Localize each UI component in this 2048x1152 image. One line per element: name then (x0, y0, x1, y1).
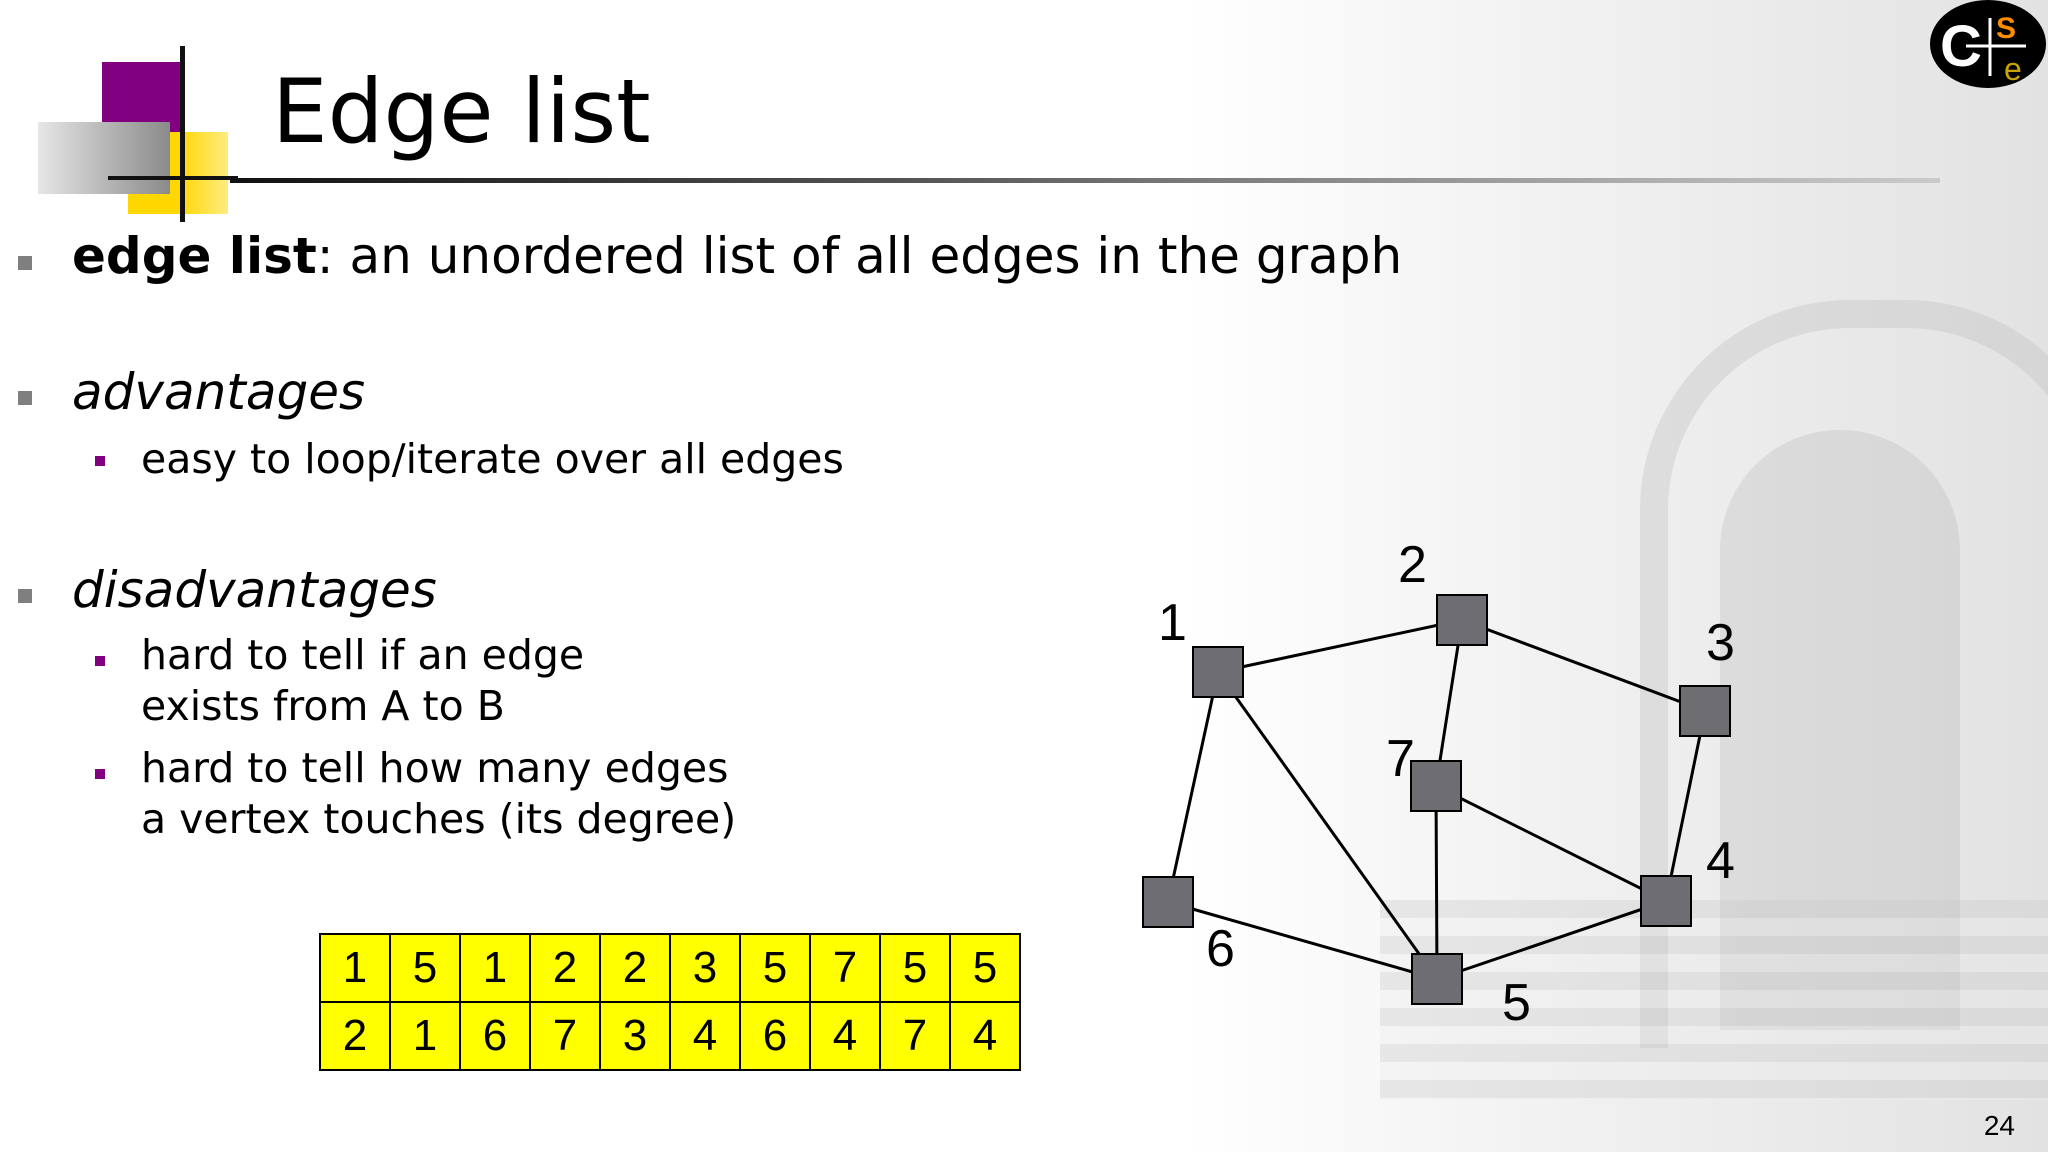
definition-text: : an unordered list of all edges in the … (316, 227, 1403, 285)
definition-term: edge list (72, 227, 317, 285)
graph-vertex-label-7: 7 (1386, 730, 1415, 788)
title-decoration-fade (178, 62, 288, 214)
table-cell: 5 (949, 933, 1021, 1003)
graph-edge-2-7 (1434, 619, 1464, 787)
table-cell: 7 (879, 1001, 951, 1071)
advantage-item: easy to loop/iterate over all edges (141, 435, 844, 483)
logo-letter-s: S (1996, 12, 2016, 45)
graph-vertex-1 (1192, 646, 1244, 698)
bullet-marker (18, 391, 32, 405)
graph-edge-1-2 (1217, 618, 1463, 674)
table-cell: 2 (599, 933, 671, 1003)
definition-bullet: edge list: an unordered list of all edge… (72, 226, 1402, 286)
background-photo (1180, 0, 2048, 1152)
table-row-to: 2 1 6 7 3 4 6 4 7 4 (319, 1001, 1021, 1071)
table-cell: 2 (529, 933, 601, 1003)
graph-vertex-label-3: 3 (1706, 614, 1735, 672)
title-decoration-horizontal-line (108, 176, 238, 180)
table-cell: 4 (949, 1001, 1021, 1071)
table-cell: 1 (319, 933, 391, 1003)
graph-edge-2-3 (1461, 618, 1706, 713)
graph-edge-1-6 (1166, 671, 1220, 903)
disadvantage-item: hard to tell if an edge exists from A to… (141, 630, 584, 732)
title-underline (230, 178, 1940, 183)
graph-edge-7-4 (1435, 784, 1667, 903)
graph-vertex-3 (1679, 685, 1731, 737)
disadvantage-line: exists from A to B (141, 682, 505, 730)
table-cell: 3 (599, 1001, 671, 1071)
background-steps (1380, 900, 2048, 1100)
graph-vertex-6 (1142, 876, 1194, 928)
graph-vertex-label-5: 5 (1502, 974, 1531, 1032)
advantages-heading: advantages (72, 363, 366, 421)
table-cell: 4 (809, 1001, 881, 1071)
graph-vertex-5 (1411, 953, 1463, 1005)
cse-logo: C S e (1930, 0, 2046, 88)
graph-vertex-label-4: 4 (1706, 832, 1735, 890)
graph-edge-3-4 (1664, 710, 1707, 902)
disadvantage-line: hard to tell how many edges (141, 744, 729, 792)
table-cell: 6 (459, 1001, 531, 1071)
table-cell: 4 (669, 1001, 741, 1071)
graph-vertex-label-6: 6 (1206, 920, 1235, 978)
graph-vertex-4 (1640, 875, 1692, 927)
sub-bullet-marker (95, 769, 105, 779)
slide-title: Edge list (272, 60, 651, 163)
table-cell: 6 (739, 1001, 811, 1071)
disadvantage-line: a vertex touches (its degree) (141, 795, 737, 843)
sub-bullet-marker (95, 456, 105, 466)
table-cell: 1 (389, 1001, 461, 1071)
page-number: 24 (1983, 1110, 2015, 1141)
background-doorway (1720, 430, 1960, 1030)
graph-vertex-label-2: 2 (1398, 536, 1427, 594)
table-cell: 2 (319, 1001, 391, 1071)
table-cell: 5 (739, 933, 811, 1003)
graph-vertex-2 (1436, 594, 1488, 646)
edge-list-table: 1 5 1 2 2 3 5 7 5 5 2 1 6 7 3 4 6 4 7 4 (319, 933, 1021, 1071)
disadvantage-item: hard to tell how many edges a vertex tou… (141, 743, 736, 845)
logo-letter-e: e (2004, 51, 2022, 87)
graph-vertex-label-1: 1 (1158, 594, 1187, 652)
title-decoration-gray-square (38, 122, 170, 194)
bullet-marker (18, 256, 32, 270)
graph-edge-5-4 (1436, 899, 1667, 981)
table-cell: 3 (669, 933, 741, 1003)
disadvantage-line: hard to tell if an edge (141, 631, 585, 679)
graph-edge-5-1 (1216, 671, 1439, 980)
table-cell: 7 (809, 933, 881, 1003)
table-cell: 5 (389, 933, 461, 1003)
title-decoration-vertical-line (180, 46, 185, 222)
bullet-marker (18, 589, 32, 603)
table-row-from: 1 5 1 2 2 3 5 7 5 5 (319, 933, 1021, 1003)
disadvantages-heading: disadvantages (72, 561, 437, 619)
table-cell: 7 (529, 1001, 601, 1071)
table-cell: 5 (879, 933, 951, 1003)
graph-edge-5-7 (1434, 785, 1439, 980)
table-cell: 1 (459, 933, 531, 1003)
sub-bullet-marker (95, 656, 105, 666)
graph-edge-5-6 (1167, 900, 1438, 981)
graph-vertex-7 (1410, 760, 1462, 812)
